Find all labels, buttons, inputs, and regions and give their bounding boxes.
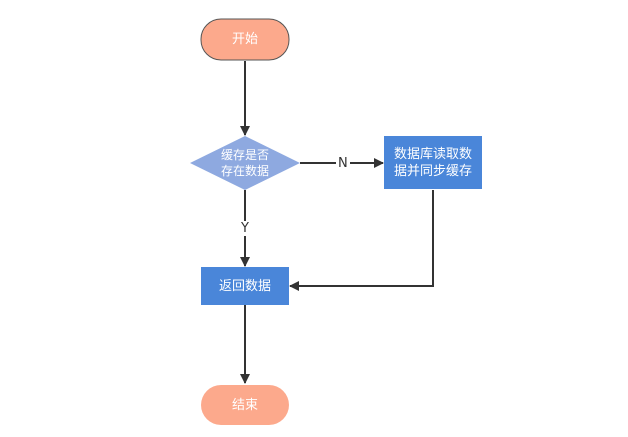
start-label: 开始: [231, 32, 258, 47]
decision-node: [190, 136, 300, 190]
edge-label-yes: Y: [239, 221, 251, 236]
db-read-node: [384, 136, 482, 189]
end-label: 结束: [231, 397, 258, 413]
edge-label-no: N: [336, 156, 350, 171]
db-read-label: 数据库读取数 据并同步缓存: [393, 146, 472, 179]
start-node: [200, 18, 290, 61]
return-node: [201, 267, 289, 305]
edge-db-read-to-return: [289, 190, 434, 291]
decision-label: 缓存是否 存在数据: [220, 148, 269, 178]
return-label: 返回数据: [218, 278, 271, 294]
end-node: [201, 385, 289, 425]
